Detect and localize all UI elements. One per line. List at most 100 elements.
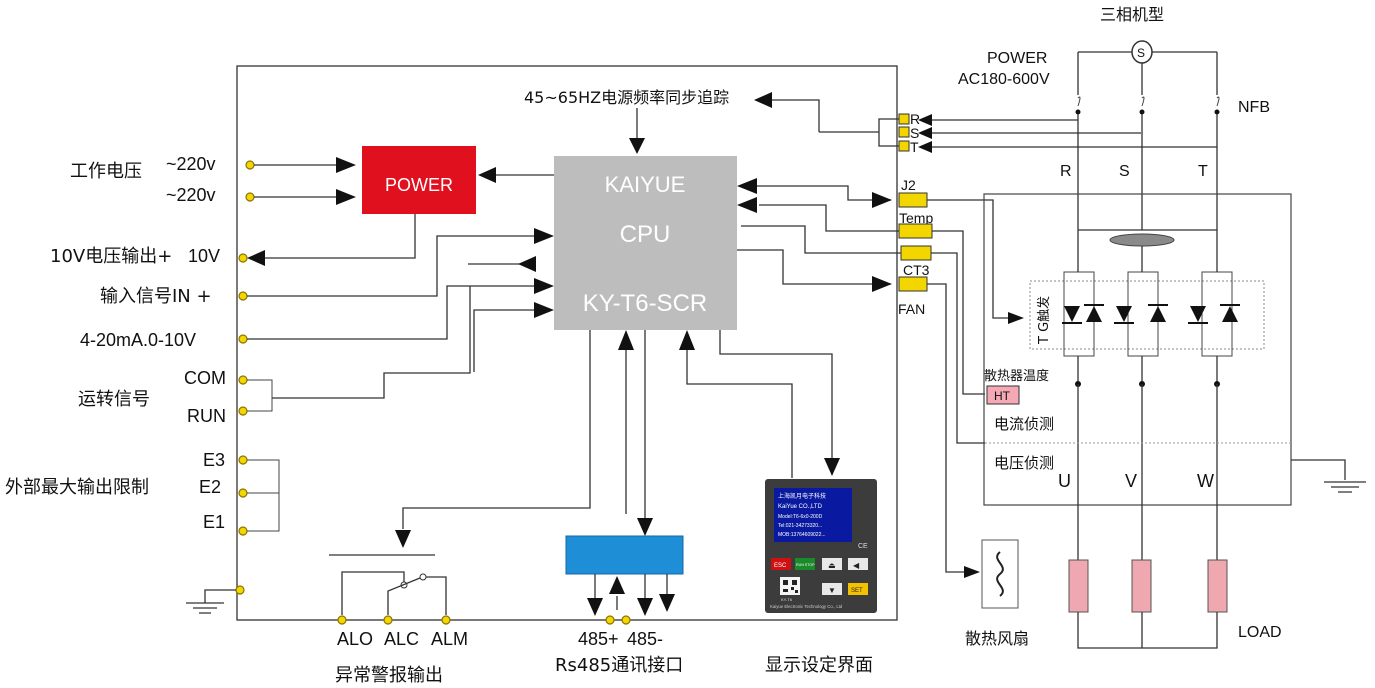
panel-esc-label: ESC [774,563,787,569]
alo-label: ALO [337,629,373,649]
power-stage-frame [983,193,1292,506]
fan-label: FAN [898,301,925,317]
terminal-run [238,406,248,416]
panel-shift-icon: ◀ [853,561,860,570]
ct3-label: CT3 [903,262,930,278]
working-voltage-label: 工作电压 [70,161,142,182]
scr-pair-s [1114,271,1168,357]
ac220-input-a: ~220v [166,154,216,174]
terminal-485-neg [621,615,631,625]
input-signal-label: 输入信号IN + [100,286,212,307]
j2-label: J2 [901,177,916,193]
controller-enclosure [236,65,898,621]
panel-up-icon: ⏏ [828,561,836,570]
terminal-analog [238,334,248,344]
terminal-com [238,375,248,385]
ct3-terminal [900,245,932,261]
phase-s-label: S [1119,163,1130,180]
power-input-label: POWER [987,50,1047,67]
terminal-input-in [238,291,248,301]
cpu-title: CPU [620,221,671,248]
alarm-output-label: 异常警报输出 [335,665,443,686]
panel-set-button[interactable] [848,583,868,595]
panel-up-button[interactable] [822,558,842,570]
voltage-detect-label: 电压侦测 [994,454,1054,472]
display-ui-label: 显示设定界面 [765,655,873,676]
load-label: LOAD [1238,624,1282,641]
three-phase-title: 三相机型 [1100,5,1164,24]
terminal-ac-a [245,160,255,170]
temp-terminal [898,223,933,239]
rs485-pos-label: 485+ [578,629,619,649]
current-transformer-icon [1109,233,1175,247]
output-w-label: W [1197,471,1214,491]
panel-esc-button[interactable] [771,558,791,570]
terminal-alc [383,615,393,625]
cpu-brand: KAIYUE [605,172,686,197]
e3-label: E3 [203,450,225,470]
output-10v-label: 10V电压输出+ [50,246,172,267]
power-supply-label: POWER [385,175,453,195]
scr-pair-t [1188,271,1240,357]
rs485-module [565,535,684,575]
panel-line1: 上海凯月电子科技 [778,492,826,500]
load-resistor-u [1068,559,1089,613]
alm-label: ALM [431,629,468,649]
ht-sensor [986,385,1020,405]
phase-r-label: R [1060,163,1072,180]
panel-qr-label: KY-T6 [781,597,793,602]
panel-line2: KaiYue CO.,LTD [778,504,823,510]
run-signal-label: 运转信号 [78,389,150,410]
phase-t-label: T [1198,163,1208,180]
cpu-model: KY-T6-SCR [583,290,707,317]
terminal-t-label: T [910,139,919,155]
temp-label: Temp [899,210,933,226]
load-resistor-v [1131,559,1152,613]
terminal-s-label: S [910,125,919,141]
output-v-label: V [1125,471,1137,491]
panel-down-icon: ▼ [828,586,836,595]
ac220-input-b: ~220v [166,185,216,205]
rs485-port-label: Rs485通讯接口 [555,655,683,676]
e2-label: E2 [199,477,221,497]
e1-label: E1 [203,512,225,532]
power-supply-block [362,146,476,214]
panel-line3: Model:T6-6x0-200D [778,514,823,520]
terminal-10v [238,253,248,263]
terminal-s-box [898,126,910,138]
panel-footer: Kaiyue Electronic Technology Co., Ltd [770,604,843,609]
terminal-alo [337,615,347,625]
panel-run-stop-label: RUN STOP [796,563,815,567]
alc-label: ALC [384,629,419,649]
ext-limit-label: 外部最大输出限制 [5,477,149,498]
terminal-e3 [238,455,248,465]
output-10v-value: 10V [188,246,220,266]
ht-label: HT [994,389,1011,403]
terminal-r-box [898,113,910,125]
panel-line4: Tel:021-34273320... [778,523,822,529]
breaker-label: NFB [1238,99,1270,116]
panel-shift-button[interactable] [848,558,868,570]
terminal-r-label: R [910,111,920,127]
fan-terminal [898,276,928,292]
scr-pair-r [1062,271,1104,357]
panel-down-button[interactable] [822,583,842,595]
heatsink-temp-label: 散热器温度 [984,368,1049,384]
rs485-neg-label: 485- [627,629,663,649]
analog-range-label: 4-20mA.0-10V [80,330,196,350]
com-label: COM [184,368,226,388]
trigger-region [1029,280,1265,350]
display-panel: 上海凯月电子科技 KaiYue CO.,LTD Model:T6-6x0-200… [765,479,877,613]
terminal-485-pos [605,615,615,625]
terminal-alm [441,615,451,625]
load-resistor-w [1207,559,1228,613]
panel-run-stop-button[interactable] [795,558,815,570]
terminal-ac-b [245,192,255,202]
j2-terminal [898,192,928,208]
terminal-e1 [238,526,248,536]
cpu-block [554,156,737,330]
cooling-fan-label: 散热风扇 [965,629,1029,648]
panel-line5: MOB:13764609022... [778,532,826,538]
terminal-t-box [898,140,910,152]
